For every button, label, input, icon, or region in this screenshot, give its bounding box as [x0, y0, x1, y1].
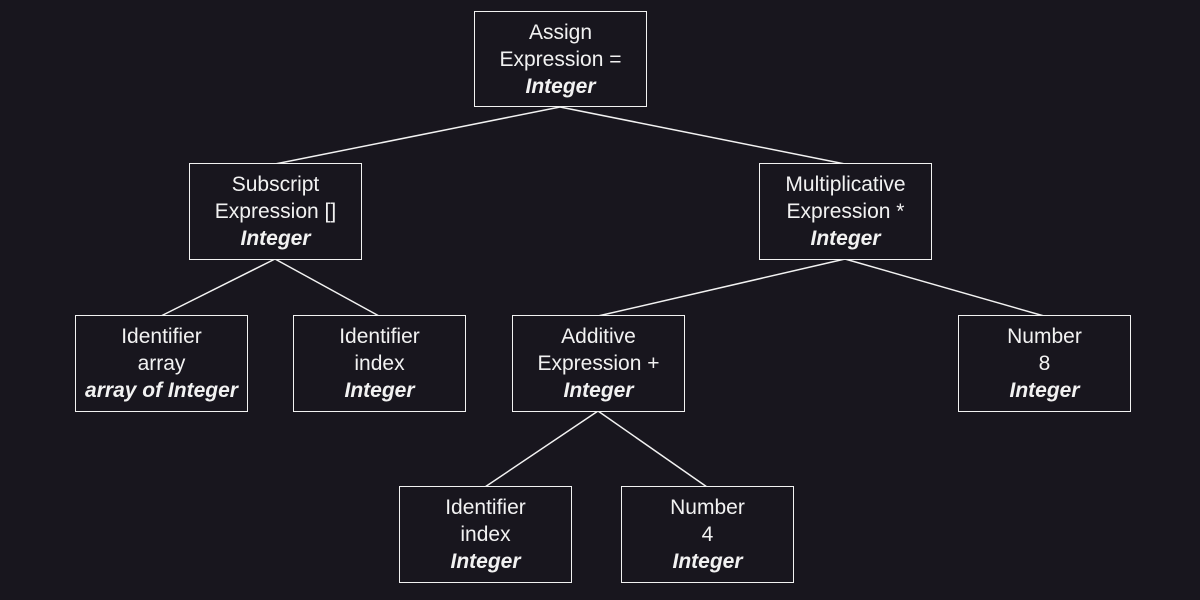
node-subscript-expression: Subscript Expression [] Integer: [189, 163, 362, 260]
node-type: Integer: [450, 550, 521, 573]
node-multiplicative-expression: Multiplicative Expression * Integer: [759, 163, 932, 260]
node-additive-expression: Additive Expression + Integer: [512, 315, 685, 412]
node-identifier-array: Identifier array array of Integer: [75, 315, 248, 412]
edge-root-subscript: [274, 106, 561, 165]
edge-root-multiplicative: [559, 106, 846, 165]
node-type: Integer: [810, 227, 881, 250]
node-detail: Expression *: [786, 200, 905, 223]
edge-additive-number-4: [597, 410, 708, 488]
node-kind: Identifier: [339, 325, 420, 348]
edge-subscript-identifier-index: [274, 258, 380, 317]
node-assign-expression: Assign Expression = Integer: [474, 11, 647, 107]
node-kind: Subscript: [231, 173, 320, 196]
node-kind: Number: [670, 496, 745, 519]
edge-multiplicative-additive: [597, 258, 846, 317]
node-detail: index: [354, 352, 405, 375]
node-number-4: Number 4 Integer: [621, 486, 794, 583]
node-type: Integer: [525, 74, 596, 98]
node-type: Integer: [240, 227, 311, 250]
node-kind: Assign: [528, 20, 593, 44]
node-kind: Additive: [561, 325, 636, 348]
node-type: Integer: [563, 379, 634, 402]
node-detail: Expression =: [499, 47, 622, 71]
node-detail: 8: [1038, 352, 1051, 375]
node-kind: Identifier: [121, 325, 202, 348]
node-detail: index: [460, 523, 511, 546]
node-type: Integer: [1009, 379, 1080, 402]
node-identifier-index: Identifier index Integer: [293, 315, 466, 412]
node-number-8: Number 8 Integer: [958, 315, 1131, 412]
node-kind: Multiplicative: [785, 173, 906, 196]
node-detail: Expression []: [214, 200, 337, 223]
node-type: array of Integer: [85, 379, 238, 402]
edge-multiplicative-number-8: [844, 258, 1045, 317]
node-type: Integer: [344, 379, 415, 402]
edge-additive-identifier-index: [484, 410, 599, 488]
node-detail: 4: [701, 523, 714, 546]
node-detail: array: [137, 352, 186, 375]
edge-subscript-identifier-array: [160, 258, 276, 317]
node-detail: Expression +: [537, 352, 660, 375]
node-type: Integer: [672, 550, 743, 573]
node-kind: Number: [1007, 325, 1082, 348]
node-identifier-index: Identifier index Integer: [399, 486, 572, 583]
node-kind: Identifier: [445, 496, 526, 519]
